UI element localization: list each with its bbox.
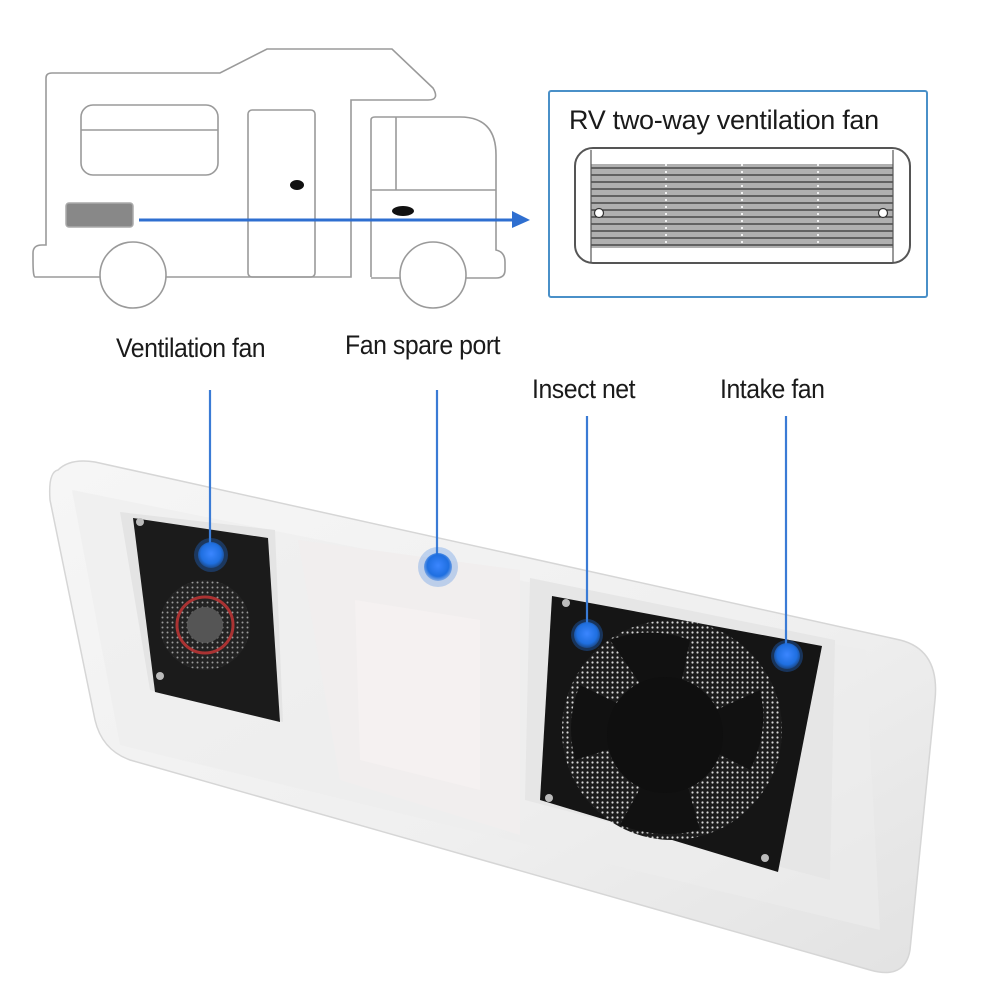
rv-vent-icon <box>65 202 134 228</box>
callout-markers <box>194 538 803 672</box>
cab-handle-icon <box>392 206 414 216</box>
intake-fan-unit <box>540 596 822 872</box>
ventilation-fan-unit <box>133 518 280 722</box>
door-handle-icon <box>290 180 304 190</box>
label-ventilation-fan: Ventilation fan <box>116 333 266 363</box>
leader-lines <box>208 390 788 654</box>
vent-grille-icon <box>574 147 911 264</box>
label-intake-fan: Intake fan <box>720 374 825 404</box>
label-insect-net: Insect net <box>532 374 636 404</box>
arrow-head-icon <box>512 211 530 228</box>
label-fan-spare-port: Fan spare port <box>345 330 501 360</box>
callout-title: RV two-way ventilation fan <box>569 105 879 135</box>
rv-outline <box>32 48 506 309</box>
